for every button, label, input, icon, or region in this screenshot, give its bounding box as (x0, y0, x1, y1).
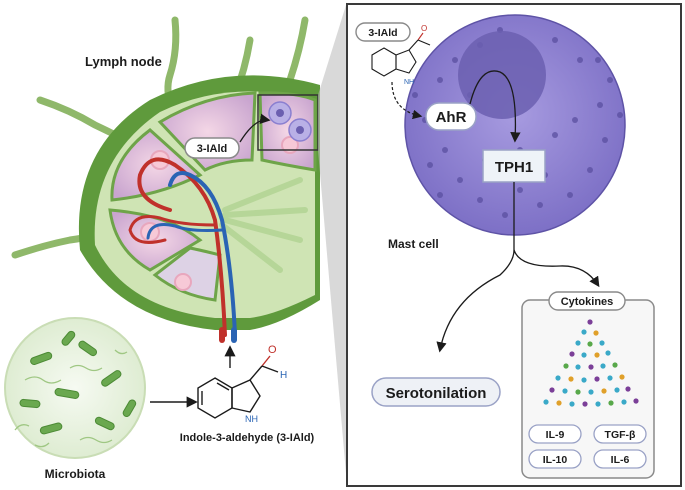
iald-to-mast-arrow (239, 113, 271, 143)
medullary-cords (219, 177, 308, 273)
indole-nh: NH (245, 414, 258, 424)
ahr-label: AhR (436, 109, 467, 126)
mast-nucleus (458, 31, 546, 119)
indole-molecule-structure (197, 355, 279, 419)
cytokine-pill-4: IL-6 (593, 449, 647, 469)
serotonilation-label: Serotonilation (386, 385, 487, 402)
tph1-label: TPH1 (495, 159, 533, 176)
blood-vessels (128, 157, 237, 337)
lymph-node (11, 16, 320, 343)
ahr-to-tph1-arrow (469, 70, 521, 143)
iald-molecule-small (371, 32, 431, 77)
iald-small-nh: NH (404, 79, 414, 86)
iald-small-oxygen: O (421, 24, 427, 33)
cytokine-pill-2: TGF-β (593, 424, 647, 444)
tph1-stem (436, 182, 515, 353)
cytokines-label: Cytokines (561, 296, 614, 308)
cytokine-il9: IL-9 (546, 429, 565, 441)
microbiota-label: Microbiota (45, 467, 106, 481)
iald-tag-cell: 3-IAld (355, 22, 411, 42)
cytokine-pill-3: IL-10 (528, 449, 582, 469)
serotonilation-box: Serotonilation (371, 377, 501, 407)
cytokine-il6: IL-6 (611, 454, 630, 466)
iald-tag-node-label: 3-IAld (197, 143, 228, 155)
tph1-box: TPH1 (482, 149, 546, 183)
indole-oxygen: O (268, 344, 277, 356)
hilum-vessels (219, 327, 237, 343)
indole-caption: Indole-3-aldehyde (3-IAld) (180, 432, 315, 444)
cytokine-il10: IL-10 (543, 454, 568, 466)
microbiota-circle (4, 317, 146, 459)
cytokine-pill-1: IL-9 (528, 424, 582, 444)
lymph-node-label: Lymph node (85, 54, 162, 69)
zoom-projection (318, 2, 347, 485)
tph1-to-cytokines-arrow (513, 249, 600, 288)
indole-hydrogen: H (280, 370, 287, 381)
iald-tag-node: 3-IAld (184, 137, 240, 159)
cytokine-dots (543, 319, 639, 407)
ahr-box: AhR (425, 102, 477, 131)
mast-cells-small (268, 101, 312, 142)
mast-cell-label: Mast cell (388, 237, 439, 251)
iald-tag-cell-label: 3-IAld (368, 27, 397, 39)
cytokine-tgfb: TGF-β (605, 429, 636, 441)
cytokines-panel: Cytokines IL-9 TGF-β IL-10 IL-6 (521, 291, 655, 479)
